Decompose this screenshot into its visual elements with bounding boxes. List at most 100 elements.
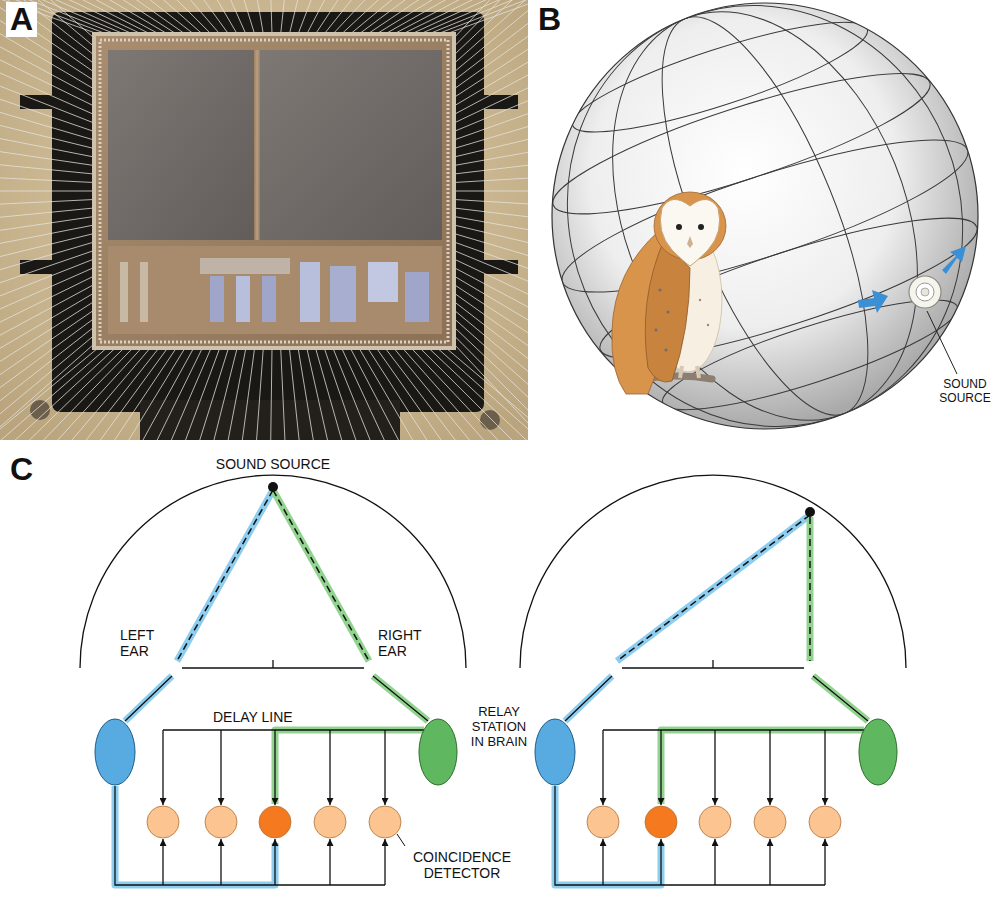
bond-wires-part <box>281 348 286 440</box>
delay-line-diagram-right-part-part-part <box>824 730 825 805</box>
bond-wires-part <box>0 208 94 218</box>
delay-line-diagram-left-part-part <box>384 839 385 885</box>
bond-wires-part <box>0 41 94 97</box>
delay-line-diagram-right-part-part <box>617 515 810 661</box>
delay-line-diagram-right-part <box>805 507 815 517</box>
bond-wires-part <box>333 348 374 440</box>
chip-photo-part <box>210 276 224 322</box>
barn-owl-part <box>687 236 693 248</box>
bond-wires-part <box>0 164 94 174</box>
delay-line-diagram-right-part-part <box>555 676 868 885</box>
barn-owl-part <box>697 366 699 378</box>
bond-wires-part <box>411 348 507 440</box>
bond-wires-part <box>403 348 493 440</box>
sound-source-speaker-part <box>858 290 888 313</box>
chip-photo <box>0 0 528 440</box>
chip-photo-part <box>120 262 128 322</box>
sound-sphere-part-part-part <box>504 0 1000 487</box>
chip-photo-part <box>92 32 456 350</box>
delay-line-diagram-right-part-part <box>603 730 825 885</box>
callout-label: DELAY LINE <box>213 709 293 725</box>
bond-wires-part <box>0 285 94 341</box>
bond-wires-part <box>454 177 528 182</box>
delay-line-diagram-left-part-part <box>329 839 330 885</box>
bond-wires-part <box>182 0 220 34</box>
bond-wires-part <box>4 348 115 440</box>
bond-wires-part <box>0 259 94 300</box>
bond-wires-part <box>289 0 300 34</box>
bond-wires-part <box>324 348 359 440</box>
delay-line-diagram-right-part-part <box>587 806 841 838</box>
delay-line-diagram-left-part-part <box>384 730 385 805</box>
bond-wires-part <box>454 28 528 89</box>
delay-line-diagram-left-part <box>95 719 135 785</box>
chip-photo-part <box>300 262 320 322</box>
bond-wires-part <box>454 69 528 115</box>
bond-wires-part <box>454 0 528 55</box>
bond-wires-part <box>316 0 345 34</box>
sound-sphere-part-part-part <box>550 112 980 320</box>
ear-label: RIGHT EAR <box>378 627 432 659</box>
bond-wires-part <box>197 348 229 440</box>
barn-owl-part <box>660 199 719 266</box>
barn-owl-part <box>676 224 682 230</box>
chip-photo-part <box>405 272 429 322</box>
chip-photo-part <box>108 246 442 334</box>
bond-wires-part <box>0 0 94 55</box>
bond-wires-part <box>307 348 330 440</box>
delay-line-diagram-left-part <box>419 719 457 785</box>
delay-line-diagram-right-part <box>617 515 810 661</box>
chip-photo-part <box>200 258 290 274</box>
delay-line-diagram-left-part <box>115 490 428 885</box>
panel-letter: B <box>534 2 565 37</box>
delay-line-diagram-left-part-part <box>274 730 275 805</box>
chip-photo-part <box>330 266 356 322</box>
chip-photo-part <box>256 50 259 240</box>
chip-photo-part <box>140 262 148 322</box>
barn-owl-part <box>698 224 704 230</box>
delay-line-diagram-right-part-part <box>565 676 868 721</box>
delay-line-diagram-right-part-part-part <box>714 839 715 885</box>
delay-line-diagram-left-part <box>147 806 401 838</box>
callout-label: SOUND SOURCE <box>216 456 330 472</box>
bond-wires-part <box>0 123 94 149</box>
bond-wires-part <box>454 344 528 436</box>
delay-line-diagram-right-part-part <box>520 475 906 668</box>
bond-wires-part <box>0 217 94 232</box>
bond-wires-part <box>256 0 263 34</box>
bond-wires-part <box>0 293 94 354</box>
delay-line-diagram-right-part-part-part <box>645 806 677 838</box>
delay-line-diagram-left-part-part <box>162 730 163 805</box>
bond-wires-part <box>454 123 528 149</box>
bond-wires-part <box>137 348 193 440</box>
bond-wires-part <box>342 348 389 440</box>
bond-wires-part <box>0 268 94 314</box>
bond-wires-part <box>368 348 434 440</box>
delay-line-diagram-right-part-part <box>622 660 804 668</box>
bond-wires-part <box>197 0 229 34</box>
bond-wires-part <box>123 0 185 34</box>
delay-line-diagram-right-part-part-part <box>699 806 731 838</box>
delay-line-diagram-right-part-part-part <box>824 839 825 885</box>
chip-photo-part <box>100 40 448 342</box>
bond-wires-part <box>241 0 255 34</box>
bond-wires-part <box>0 109 94 140</box>
bond-wires-part <box>350 0 403 34</box>
delay-line-diagram-right-part-part-part <box>660 730 661 805</box>
delay-line-diagram-left-part <box>163 730 385 885</box>
bond-wires-part <box>0 251 94 287</box>
bond-wires-part <box>298 0 315 34</box>
callout-label: SOUND SOURCE <box>934 378 996 406</box>
delay-line-diagram-right <box>520 475 906 885</box>
chip-photo-part <box>260 50 442 240</box>
delay-line-diagram-right-part-part <box>859 719 897 785</box>
bond-wires-part <box>454 14 528 80</box>
barn-owl-part <box>658 288 661 291</box>
barn-owl-part <box>654 328 657 331</box>
delay-line-diagram-left-part-part <box>314 806 346 838</box>
delay-line-diagram-left-part <box>80 475 466 668</box>
bond-wires-part <box>437 348 528 440</box>
delay-line-diagram-right-part-part-part <box>809 806 841 838</box>
bond-wires-part <box>0 191 94 192</box>
sound-sphere-part-part-part <box>542 48 941 239</box>
